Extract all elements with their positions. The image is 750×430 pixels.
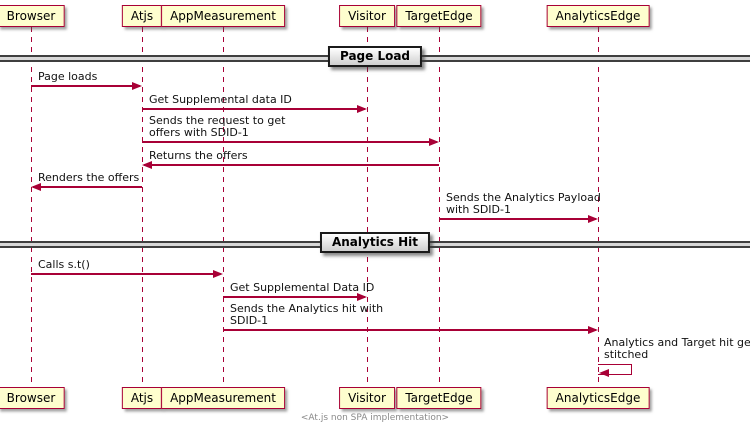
message-label-0: Page loads: [38, 71, 97, 83]
participant-box-analyticsedge-bottom: AnalyticsEdge: [546, 387, 650, 409]
message-line-3: [144, 164, 439, 166]
message-text-line: with SDID-1: [446, 203, 511, 216]
self-message-loop-0: [598, 364, 632, 375]
message-line-0: [31, 85, 140, 87]
message-text-line: Analytics and Target hit get: [604, 336, 750, 349]
participant-box-appmeasurement-top: AppMeasurement: [161, 5, 285, 27]
message-text-line: SDID-1: [230, 314, 269, 327]
message-line-8: [223, 329, 596, 331]
message-label-6: Calls s.t(): [38, 259, 90, 271]
participant-box-atjs-top: Atjs: [121, 5, 163, 27]
lifeline-browser: [30, 27, 32, 387]
message-line-1: [142, 108, 365, 110]
lifeline-targetedge: [438, 27, 440, 387]
lifeline-visitor: [366, 27, 368, 387]
message-text-line: offers with SDID-1: [149, 126, 249, 139]
participant-box-analyticsedge-top: AnalyticsEdge: [546, 5, 650, 27]
message-text-line: Sends the Analytics Payload: [446, 191, 601, 204]
message-label-3: Returns the offers: [149, 150, 248, 162]
message-arrowhead-5: [588, 214, 598, 223]
participant-box-targetedge-bottom: TargetEdge: [396, 387, 482, 409]
divider-label-1: Analytics Hit: [319, 232, 431, 253]
participant-box-browser-bottom: Browser: [0, 387, 65, 409]
diagram-footer-note: <At.js non SPA implementation>: [300, 413, 450, 423]
message-line-5: [439, 218, 596, 220]
message-text-line: Sends the request to get: [149, 114, 286, 127]
message-text-line: stitched: [604, 348, 649, 361]
self-message-arrowhead-0: [599, 369, 609, 377]
lifeline-appmeasurement: [222, 27, 224, 387]
message-arrowhead-0: [132, 81, 142, 90]
lifeline-analyticsedge: [597, 27, 599, 387]
message-text-line: Calls s.t(): [38, 258, 90, 271]
message-text-line: Returns the offers: [149, 149, 248, 162]
message-arrowhead-7: [357, 292, 367, 301]
participant-box-appmeasurement-bottom: AppMeasurement: [161, 387, 285, 409]
participant-box-atjs-bottom: Atjs: [121, 387, 163, 409]
message-arrowhead-3: [142, 160, 152, 169]
message-text-line: Sends the Analytics hit with: [230, 302, 384, 315]
participant-box-visitor-top: Visitor: [339, 5, 395, 27]
message-label-1: Get Supplemental data ID: [149, 94, 292, 106]
message-line-2: [142, 141, 437, 143]
message-line-4: [33, 186, 142, 188]
message-arrowhead-2: [429, 137, 439, 146]
message-text-line: Page loads: [38, 70, 98, 83]
participant-box-browser-top: Browser: [0, 5, 65, 27]
message-text-line: Get Supplemental Data ID: [230, 281, 375, 294]
message-label-7: Get Supplemental Data ID: [230, 282, 374, 294]
message-arrowhead-1: [357, 104, 367, 113]
message-arrowhead-8: [588, 325, 598, 334]
message-arrowhead-6: [213, 269, 223, 278]
divider-label-0: Page Load: [327, 46, 423, 67]
lifeline-atjs: [141, 27, 143, 387]
message-arrowhead-4: [31, 182, 41, 191]
message-label-4: Renders the offers: [38, 172, 139, 184]
message-line-7: [223, 296, 365, 298]
participant-box-visitor-bottom: Visitor: [339, 387, 395, 409]
message-text-line: Get Supplemental data ID: [149, 93, 292, 106]
message-text-line: Renders the offers: [38, 171, 140, 184]
message-line-6: [31, 273, 221, 275]
participant-box-targetedge-top: TargetEdge: [396, 5, 482, 27]
